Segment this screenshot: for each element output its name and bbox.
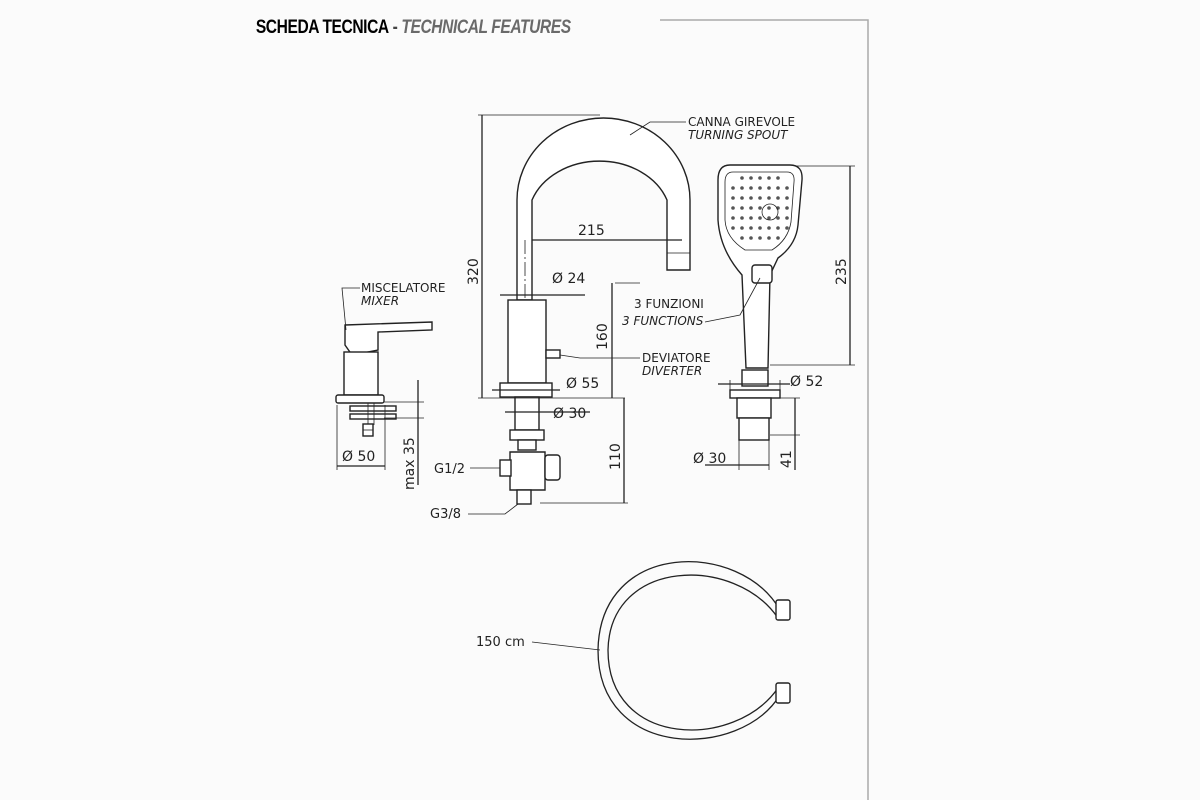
diverter-label-it: DEVIATORE (642, 351, 711, 365)
mixer-label-en: MIXER (361, 294, 399, 308)
frame-line (660, 19, 869, 800)
nozzle-dot (767, 236, 771, 240)
outlet-label: G3/8 (430, 507, 461, 522)
nozzle-dot (749, 236, 753, 240)
mixer-max-deck-label: max 35 (402, 437, 418, 490)
nozzle-dot (731, 216, 735, 220)
svg-text:SCHEDA TECNICA - TECHNICAL FEA: SCHEDA TECNICA - TECHNICAL FEATURES (256, 16, 572, 38)
mixer-leader (341, 287, 360, 331)
spout-reach-label: 215 (578, 223, 605, 239)
nozzle-dot (785, 186, 789, 190)
nozzle-dot (740, 226, 744, 230)
nozzle-dot (749, 206, 753, 210)
mixer-diameter-label: Ø 50 (342, 449, 375, 465)
nozzles (731, 176, 789, 240)
spout-leader (629, 121, 686, 136)
nozzle-dot (776, 176, 780, 180)
spout-label-it: CANNA GIREVOLE (688, 115, 795, 129)
spout-dimensions (478, 114, 682, 504)
nozzle-dot (767, 216, 771, 220)
nozzle-dot (758, 196, 762, 200)
nozzle-dot (731, 226, 735, 230)
functions-label-en: 3 FUNCTIONS (622, 314, 704, 328)
nozzle-dot (776, 226, 780, 230)
nozzle-dot (731, 206, 735, 210)
nozzle-dot (758, 226, 762, 230)
shower-base-diameter-label: Ø 52 (790, 374, 823, 390)
hose-drawing (597, 561, 791, 740)
base-diameter-label: Ø 55 (566, 376, 599, 392)
hose-length-label: 150 cm (476, 635, 525, 650)
nozzle-dot (767, 176, 771, 180)
nozzle-dot (740, 216, 744, 220)
nozzle-dot (749, 226, 753, 230)
nozzle-dot (767, 226, 771, 230)
nozzle-dot (776, 186, 780, 190)
hose-leader (531, 641, 601, 651)
nozzle-dot (749, 196, 753, 200)
page-title: SCHEDA TECNICA - TECHNICAL FEATURES (256, 16, 572, 38)
functions-leader (704, 277, 761, 323)
hand-shower-drawing (717, 164, 803, 441)
spout-diameter-label: Ø 24 (552, 271, 585, 287)
nozzle-dot (758, 186, 762, 190)
nozzle-dot (785, 226, 789, 230)
nozzle-dot (749, 176, 753, 180)
spout-drawing (499, 117, 691, 505)
diverter-label-en: DIVERTER (642, 364, 702, 378)
nozzle-dot (758, 176, 762, 180)
shower-shank-diameter-label: Ø 30 (693, 451, 726, 467)
spout-label-en: TURNING SPOUT (688, 128, 789, 142)
nozzle-dot (740, 196, 744, 200)
nozzle-dot (740, 206, 744, 210)
nozzle-dot (785, 206, 789, 210)
mixer-label-it: MISCELATORE (361, 281, 445, 295)
hand-shower-dimensions (705, 165, 855, 470)
nozzle-dot (731, 196, 735, 200)
title-english: TECHNICAL FEATURES (401, 16, 571, 38)
nozzle-dot (767, 206, 771, 210)
nozzle-dot (785, 196, 789, 200)
outlet-leader (468, 503, 519, 515)
shower-height-label: 235 (834, 258, 850, 285)
nozzle-dot (740, 186, 744, 190)
nozzle-dot (767, 186, 771, 190)
inlet-label: G1/2 (434, 462, 465, 477)
shank-diameter-label: Ø 30 (553, 406, 586, 422)
nozzle-dot (785, 216, 789, 220)
outlet-height-label: 160 (595, 323, 611, 350)
nozzle-dot (740, 176, 744, 180)
title-italian: SCHEDA TECNICA (256, 16, 390, 38)
nozzle-dot (776, 196, 780, 200)
nozzle-dot (731, 186, 735, 190)
nozzle-dot (776, 236, 780, 240)
title-separator: - (393, 16, 398, 38)
functions-label-it: 3 FUNZIONI (634, 297, 704, 311)
shower-shank-length-label: 41 (779, 450, 795, 468)
spout-height-label: 320 (466, 258, 482, 285)
nozzle-dot (740, 236, 744, 240)
diverter-leader (559, 354, 640, 359)
nozzle-dot (749, 216, 753, 220)
mixer-drawing (335, 321, 433, 485)
below-deck-label: 110 (608, 443, 624, 470)
nozzle-dot (758, 236, 762, 240)
nozzle-dot (749, 186, 753, 190)
nozzle-dot (767, 196, 771, 200)
nozzle-dot (758, 206, 762, 210)
nozzle-dot (758, 216, 762, 220)
nozzle-dot (776, 216, 780, 220)
